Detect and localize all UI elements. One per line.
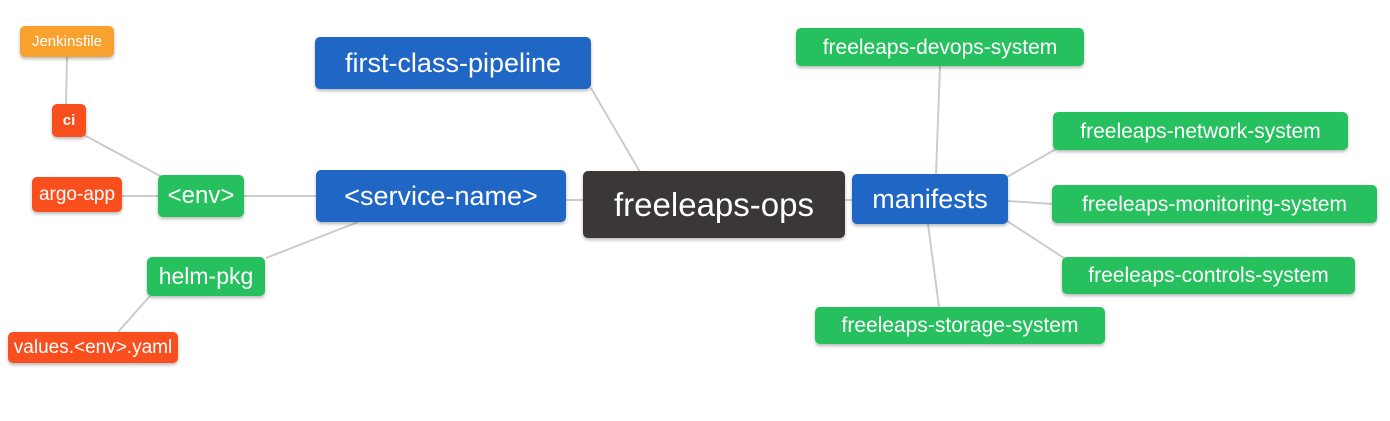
edge-manifests-to-freeleaps-controls-system [1006,220,1065,259]
edge-manifests-to-freeleaps-storage-system [927,223,940,308]
node-freeleaps-monitoring-system[interactable]: freeleaps-monitoring-system [1052,185,1377,223]
edge-service-name-to-helm-pkg [265,221,359,259]
node-argo-app[interactable]: argo-app [32,177,122,212]
node-freeleaps-controls-system[interactable]: freeleaps-controls-system [1062,257,1355,294]
node-jenkinsfile[interactable]: Jenkinsfile [20,26,114,57]
edge-manifests-to-freeleaps-monitoring-system [1007,200,1053,205]
node-helm-pkg[interactable]: helm-pkg [147,257,265,296]
node-freeleaps-ops[interactable]: freeleaps-ops [583,171,845,238]
edge-helm-pkg-to-values-env-yaml [117,295,151,333]
edge-manifests-to-freeleaps-devops-system [935,65,941,175]
node-ci[interactable]: ci [52,104,86,137]
edge-ci-to-env [83,134,163,178]
node-service-name[interactable]: <service-name> [316,170,566,222]
edge-jenkinsfile-to-ci [65,56,68,105]
node-env[interactable]: <env> [158,175,244,217]
node-freeleaps-network-system[interactable]: freeleaps-network-system [1053,112,1348,150]
node-first-class-pipeline[interactable]: first-class-pipeline [315,37,591,89]
edge-manifests-to-freeleaps-network-system [1006,148,1057,178]
node-freeleaps-storage-system[interactable]: freeleaps-storage-system [815,307,1105,344]
edge-first-class-pipeline-to-freeleaps-ops [590,87,641,173]
node-manifests[interactable]: manifests [852,174,1008,224]
node-freeleaps-devops-system[interactable]: freeleaps-devops-system [796,28,1084,66]
node-values-env-yaml[interactable]: values.<env>.yaml [8,332,178,363]
